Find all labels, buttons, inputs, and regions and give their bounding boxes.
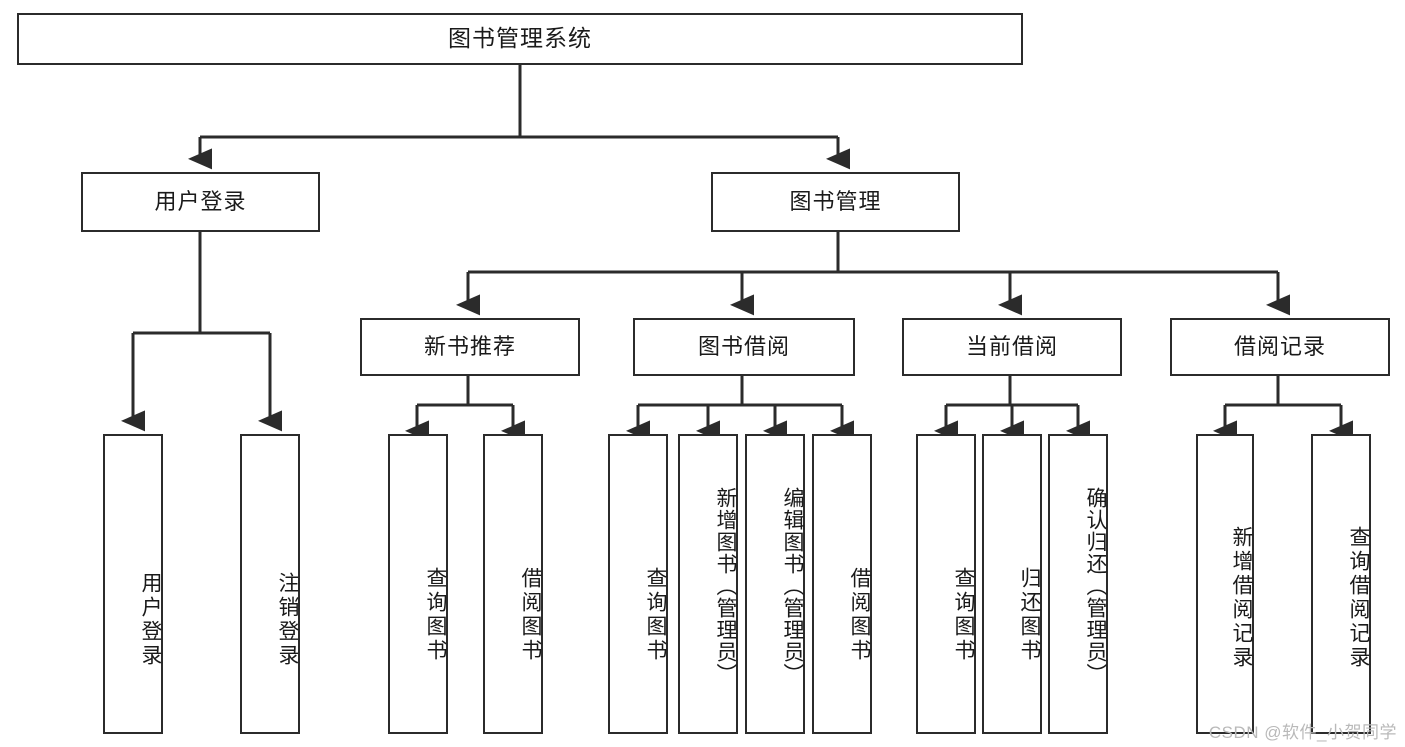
node-leaf-add-book-label: 新增图书（管理员） xyxy=(714,487,737,685)
node-leaf-edit-book-label: 编辑图书（管理员） xyxy=(781,487,804,685)
node-leaf-borrow-book-label: 借阅图书 xyxy=(848,567,871,663)
node-book-manage[interactable]: 图书管理 xyxy=(711,172,960,232)
node-leaf-add-record[interactable]: 新增借阅记录 xyxy=(1196,434,1254,734)
node-leaf-confirm-return[interactable]: 确认归还（管理员） xyxy=(1048,434,1108,734)
node-leaf-user-login[interactable]: 用户登录 xyxy=(103,434,163,734)
node-root-label: 图书管理系统 xyxy=(448,25,592,52)
node-leaf-query-book-rec[interactable]: 查询图书 xyxy=(388,434,448,734)
node-leaf-user-login-label: 用户登录 xyxy=(139,572,162,668)
node-book-borrow[interactable]: 图书借阅 xyxy=(633,318,855,376)
node-leaf-add-book[interactable]: 新增图书（管理员） xyxy=(678,434,738,734)
node-leaf-query-book-borrow-label: 查询图书 xyxy=(644,567,667,663)
node-current-borrow[interactable]: 当前借阅 xyxy=(902,318,1122,376)
node-leaf-return-book[interactable]: 归还图书 xyxy=(982,434,1042,734)
node-leaf-add-record-label: 新增借阅记录 xyxy=(1230,526,1253,670)
node-borrow-record-label: 借阅记录 xyxy=(1233,333,1326,359)
node-user-login-label: 用户登录 xyxy=(154,188,247,214)
node-new-book-rec-label: 新书推荐 xyxy=(423,333,516,359)
node-user-login[interactable]: 用户登录 xyxy=(81,172,320,232)
node-borrow-record[interactable]: 借阅记录 xyxy=(1170,318,1390,376)
node-leaf-query-record[interactable]: 查询借阅记录 xyxy=(1311,434,1371,734)
node-root[interactable]: 图书管理系统 xyxy=(17,13,1023,65)
node-leaf-logout-label: 注销登录 xyxy=(276,572,299,668)
node-new-book-rec[interactable]: 新书推荐 xyxy=(360,318,580,376)
node-leaf-query-record-label: 查询借阅记录 xyxy=(1347,526,1370,670)
node-book-manage-label: 图书管理 xyxy=(789,188,882,214)
node-leaf-query-book-borrow[interactable]: 查询图书 xyxy=(608,434,668,734)
node-leaf-query-book-cur-label: 查询图书 xyxy=(952,567,975,663)
node-book-borrow-label: 图书借阅 xyxy=(697,333,790,359)
node-leaf-query-book-rec-label: 查询图书 xyxy=(424,567,447,663)
node-leaf-borrow-book[interactable]: 借阅图书 xyxy=(812,434,872,734)
node-leaf-borrow-book-rec[interactable]: 借阅图书 xyxy=(483,434,543,734)
node-current-borrow-label: 当前借阅 xyxy=(965,333,1058,359)
node-leaf-confirm-return-label: 确认归还（管理员） xyxy=(1084,487,1107,685)
node-leaf-return-book-label: 归还图书 xyxy=(1018,567,1041,663)
node-leaf-logout[interactable]: 注销登录 xyxy=(240,434,300,734)
node-leaf-edit-book[interactable]: 编辑图书（管理员） xyxy=(745,434,805,734)
watermark-text: CSDN @软件_小贺同学 xyxy=(1208,723,1397,742)
node-leaf-query-book-cur[interactable]: 查询图书 xyxy=(916,434,976,734)
node-leaf-borrow-book-rec-label: 借阅图书 xyxy=(519,567,542,663)
